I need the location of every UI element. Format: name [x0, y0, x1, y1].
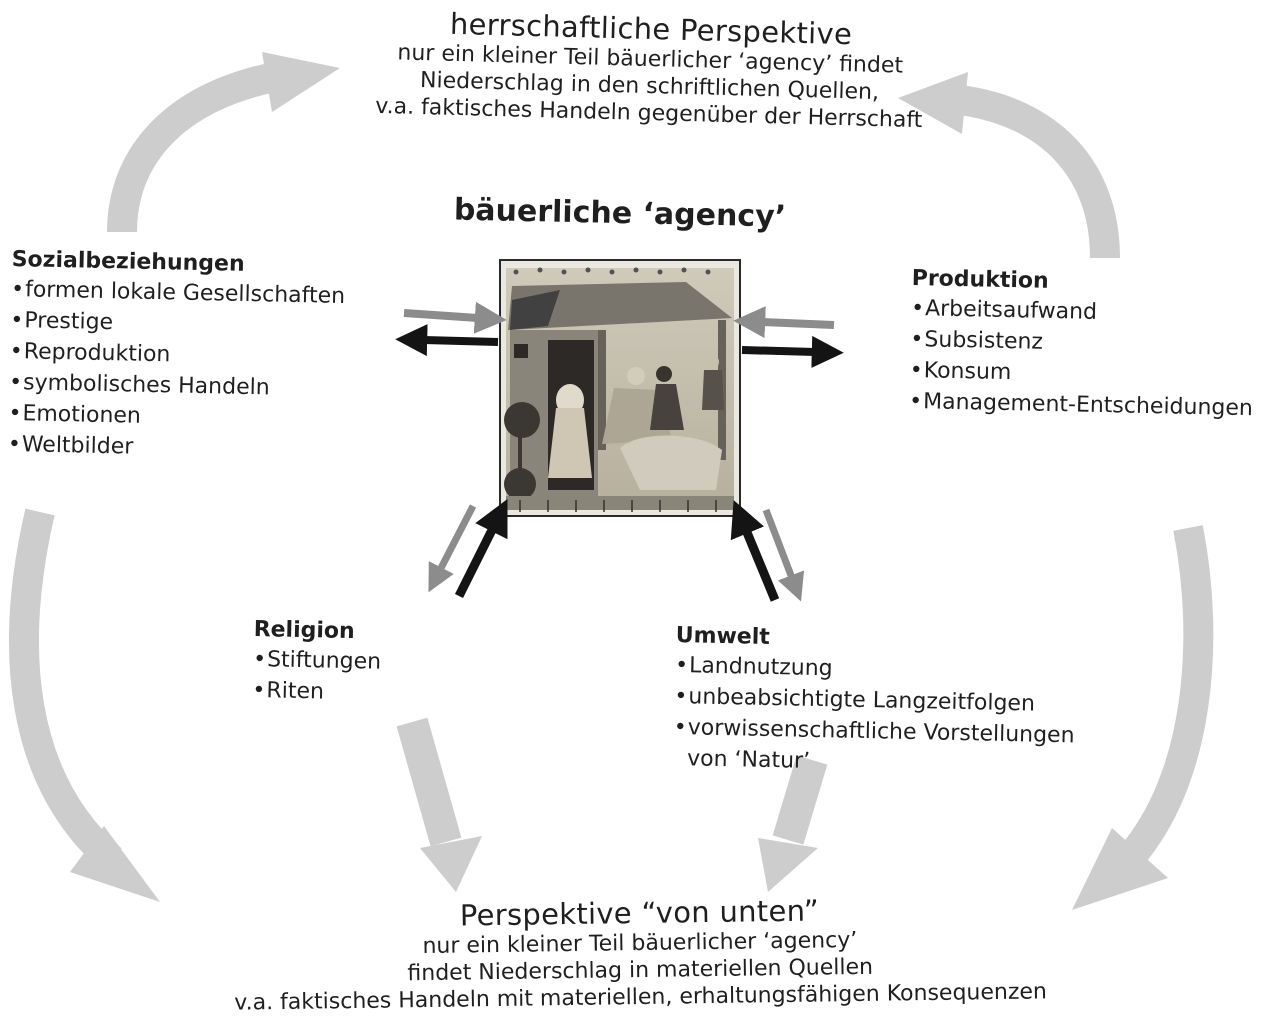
top-perspective-block: herrschaftliche Perspektive nur ein klei…: [309, 3, 992, 136]
arrow-out-bottom-left: [428, 504, 477, 593]
religion-heading: Religion: [253, 616, 355, 645]
cycle-arrow-left-down: [9, 508, 160, 902]
arrow-in-bottom-left: [454, 499, 508, 599]
sozialbeziehungen-list: formen lokale Gesellschaften Prestige Re…: [8, 274, 346, 467]
arrow-religion-to-bottom: [396, 717, 482, 892]
agency-illustration: [499, 259, 741, 517]
arrow-in-right: [733, 306, 835, 339]
arrow-umwelt-to-bottom: [758, 755, 828, 892]
religion-block: Religion Stiftungen Riten: [252, 616, 382, 709]
umwelt-block: Umwelt Landnutzung unbeabsichtigte Langz…: [673, 622, 1077, 782]
cycle-arrow-top-right: [898, 72, 1120, 259]
produktion-block: Produktion Arbeitsaufwand Subsistenz Kon…: [909, 265, 1256, 424]
religion-list: Stiftungen Riten: [252, 644, 381, 709]
umwelt-list: Landnutzung unbeabsichtigte Langzeitfolg…: [673, 650, 1076, 751]
bottom-perspective-block: Perspektive “von unten” nur ein kleiner …: [139, 889, 1141, 1018]
arrow-in-left: [403, 301, 507, 334]
list-item: Stiftungen: [253, 644, 382, 678]
sozialbeziehungen-block: Sozialbeziehungen formen lokale Gesellsc…: [8, 246, 346, 467]
arrow-out-left: [395, 324, 499, 357]
arrow-out-bottom-right: [762, 508, 805, 602]
list-item: Riten: [252, 675, 381, 709]
produktion-list: Arbeitsaufwand Subsistenz Konsum Managem…: [909, 293, 1255, 424]
cycle-arrow-top-left: [107, 52, 340, 233]
arrow-out-right: [741, 335, 844, 368]
cycle-arrow-right-down: [1072, 525, 1214, 910]
arrow-in-bottom-right: [730, 500, 780, 602]
